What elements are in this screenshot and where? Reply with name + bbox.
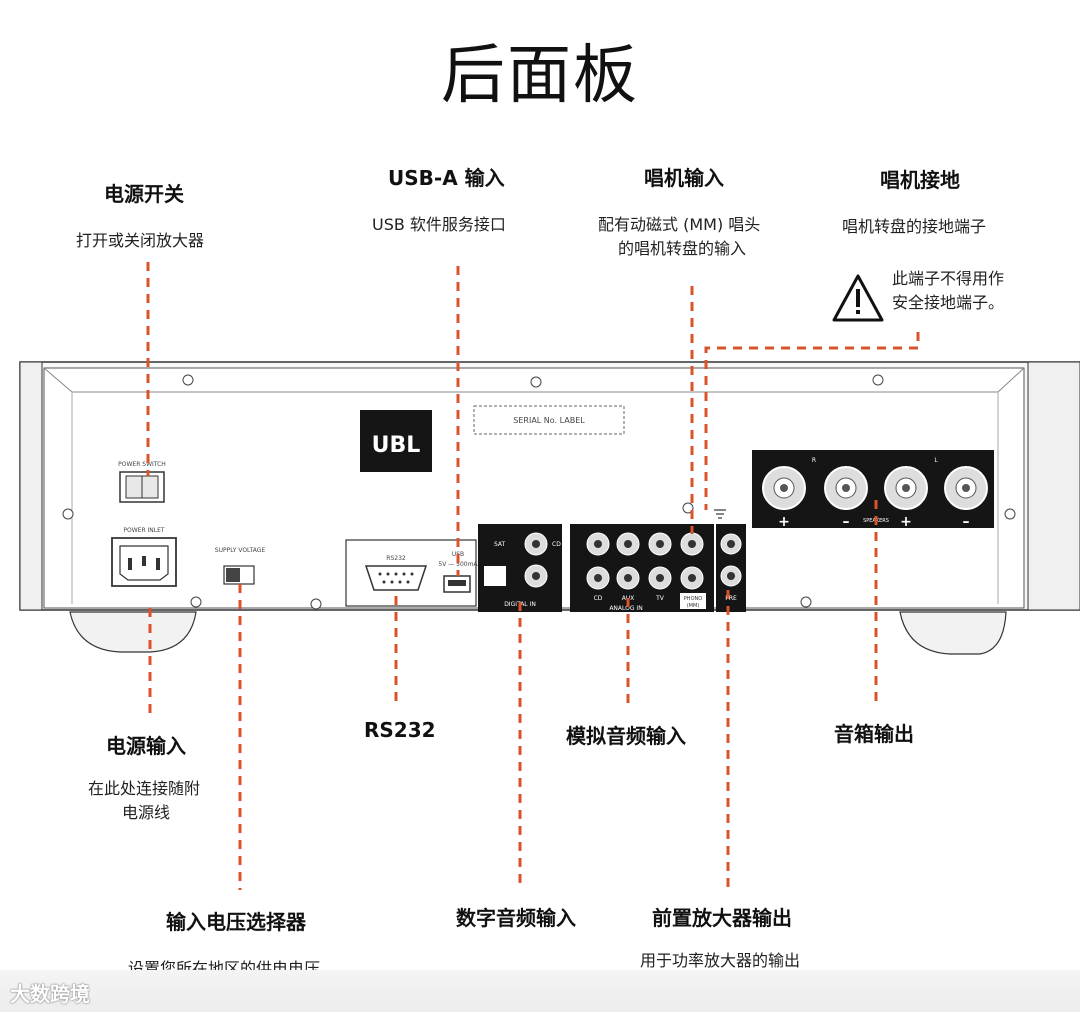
phono-ground-title: 唱机接地 xyxy=(880,168,960,192)
digital-cd-panel-label: CD xyxy=(552,541,561,548)
watermark: 大数跨境 xyxy=(10,982,90,1006)
power-inlet[interactable] xyxy=(111,537,177,587)
speaker-out-title: 音箱输出 xyxy=(834,722,914,746)
voltage-select-title: 输入电压选择器 xyxy=(166,910,306,934)
phono-ground-desc: 唱机转盘的接地端子 xyxy=(842,217,987,236)
power-switch-desc: 打开或关闭放大器 xyxy=(76,231,205,250)
footer-band xyxy=(0,970,1080,1012)
power-switch[interactable] xyxy=(119,471,165,503)
serial-label-box xyxy=(473,405,625,435)
rs232-title: RS232 xyxy=(364,718,436,742)
phono-mm-label: (MM) xyxy=(687,603,700,609)
brand-logo: UBL xyxy=(360,410,432,472)
power-switch-title: 电源开关 xyxy=(104,182,184,206)
speaker-r-plus: + xyxy=(778,514,790,530)
digital-in-title: 数字音频输入 xyxy=(456,906,576,930)
usb-a-title: USB-A 输入 xyxy=(388,166,505,190)
usb-a-port[interactable] xyxy=(443,575,471,593)
brand-logo-text: UBL xyxy=(372,433,421,458)
phono-in-desc-2: 的唱机转盘的输入 xyxy=(618,239,747,258)
phono-ground-warning-2: 安全接地端子。 xyxy=(892,293,1005,312)
speaker-l-label: L xyxy=(934,457,938,464)
speaker-l-minus: – xyxy=(963,514,970,530)
power-switch-panel-label: POWER SWITCH xyxy=(118,461,166,468)
speaker-l-plus: + xyxy=(900,514,912,530)
power-in-title: 电源输入 xyxy=(106,734,186,758)
speaker-r-minus: – xyxy=(843,514,850,530)
power-inlet-panel-label: POWER INLET xyxy=(123,527,165,534)
page-title: 后面板 xyxy=(441,39,639,113)
voltage-selector[interactable] xyxy=(223,565,255,585)
power-in-desc-1: 在此处连接随附 xyxy=(88,779,201,798)
warning-icon xyxy=(832,274,884,322)
preamp-out-title: 前置放大器输出 xyxy=(652,906,792,930)
analog-panel-label: ANALOG IN xyxy=(609,605,642,612)
digital-coax-port[interactable] xyxy=(524,532,548,588)
usb-spec-label: 5V — 500mA xyxy=(438,561,478,568)
rs232-panel-label: RS232 xyxy=(386,555,406,562)
supply-voltage-panel-label: SUPPLY VOLTAGE xyxy=(215,547,266,554)
callout-leader-lines xyxy=(146,262,920,890)
ground-terminal-icon[interactable] xyxy=(714,509,726,519)
phono-in-desc-1: 配有动磁式 (MM) 唱头 xyxy=(598,215,761,234)
power-in-desc-2: 电源线 xyxy=(122,803,171,822)
phono-in-title: 唱机输入 xyxy=(644,166,724,190)
phono-panel-label: PHONO xyxy=(684,596,702,602)
phono-ground-warning-1: 此端子不得用作 xyxy=(892,269,1005,288)
preamp-out-desc: 用于功率放大器的输出 xyxy=(640,951,801,970)
digital-sat-optical-port[interactable] xyxy=(484,566,506,586)
rs232-port[interactable] xyxy=(364,565,428,591)
analog-tv-label: TV xyxy=(655,595,665,602)
analog-cd-label: CD xyxy=(594,595,603,602)
usb-a-desc: USB 软件服务接口 xyxy=(372,215,506,234)
pre-panel-label: PRE xyxy=(725,595,737,602)
leader-phono-ground xyxy=(704,332,920,510)
speaker-r-label: R xyxy=(812,457,816,464)
serial-label-text: SERIAL No. LABEL xyxy=(513,416,585,425)
speaker-binding-posts[interactable] xyxy=(762,466,988,510)
sat-panel-label: SAT xyxy=(494,541,506,548)
analog-in-title: 模拟音频输入 xyxy=(566,724,686,748)
